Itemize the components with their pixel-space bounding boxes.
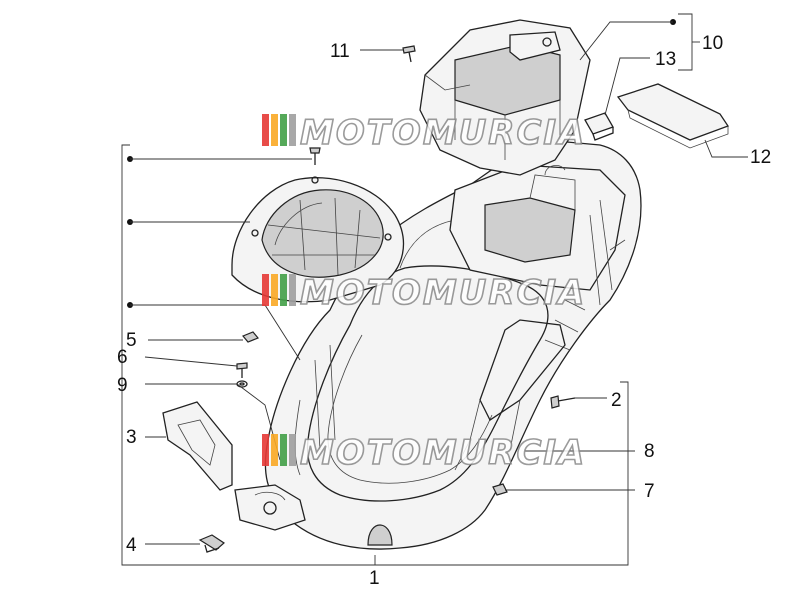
- screw-dome-top: [309, 147, 321, 165]
- callout-3: 3: [126, 427, 137, 448]
- watermark-bar-yellow: [271, 434, 278, 466]
- watermark-bar-grey: [289, 114, 296, 146]
- watermark-2: MOTOMURCIA: [262, 272, 586, 314]
- watermark-text: MOTOMURCIA: [300, 113, 586, 153]
- watermark-bar-red: [262, 274, 269, 306]
- screw-part-11: [402, 45, 416, 63]
- watermark-text: MOTOMURCIA: [300, 273, 586, 313]
- callout-labels: 1 2 3 4 5 6 7 8 9 10 11 12 13: [117, 33, 771, 589]
- callout-6: 6: [117, 347, 128, 368]
- watermark-bar-green: [280, 114, 287, 146]
- leader-lines: [121, 13, 748, 566]
- bracket-part-3: [162, 401, 233, 491]
- watermark-bar-green: [280, 274, 287, 306]
- watermark-bar-yellow: [271, 274, 278, 306]
- callout-13: 13: [655, 49, 676, 70]
- latch-part-13: [584, 112, 614, 141]
- callout-7: 7: [644, 481, 655, 502]
- helmet-compartment: [234, 139, 642, 550]
- watermark-bar-grey: [289, 274, 296, 306]
- watermark-bar-red: [262, 434, 269, 466]
- callout-2: 2: [611, 390, 622, 411]
- callout-11: 11: [330, 41, 350, 62]
- washer-part-9: [236, 380, 248, 388]
- callout-9: 9: [117, 375, 128, 396]
- watermark-bar-red: [262, 114, 269, 146]
- callout-8: 8: [644, 441, 655, 462]
- rear-cover: [419, 19, 591, 176]
- clip-part-7: [492, 483, 508, 496]
- callout-5: 5: [126, 330, 137, 351]
- callout-10: 10: [702, 33, 723, 54]
- screw-part-6: [236, 362, 248, 378]
- screw-part-2: [550, 395, 576, 409]
- helmet-insert: [231, 176, 405, 303]
- watermark-bar-green: [280, 434, 287, 466]
- watermark-text: MOTOMURCIA: [300, 433, 586, 473]
- callout-4: 4: [126, 535, 137, 556]
- lid-part-12: [616, 83, 729, 149]
- watermark-1: MOTOMURCIA: [262, 112, 586, 154]
- watermark-bar-yellow: [271, 114, 278, 146]
- callout-12: 12: [750, 147, 771, 168]
- watermark-3: MOTOMURCIA: [262, 432, 586, 474]
- clip-part-4: [198, 534, 225, 553]
- callout-1: 1: [369, 568, 380, 589]
- nut-part-5: [242, 331, 259, 343]
- watermark-bar-grey: [289, 434, 296, 466]
